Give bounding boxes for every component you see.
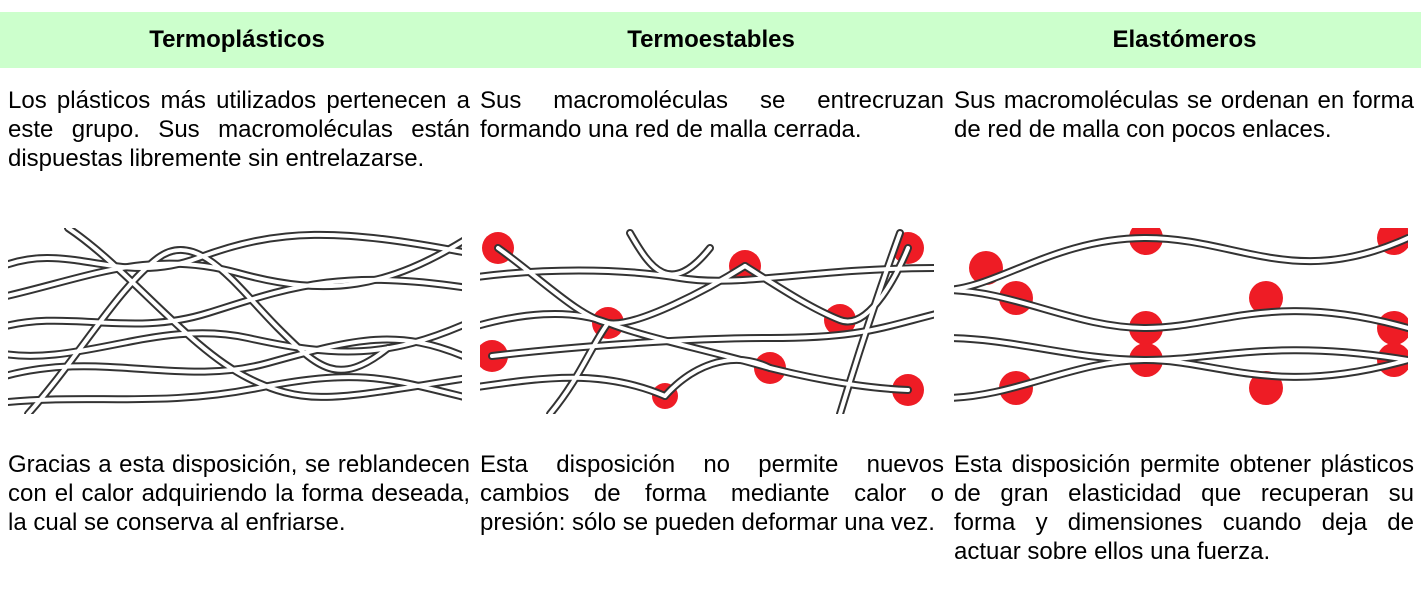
header-row: Termoplásticos Termoestables Elastómeros bbox=[0, 12, 1421, 68]
tangled-chains-diagram bbox=[8, 228, 462, 414]
footer-termoestables: Esta disposición no permite nuevos cambi… bbox=[480, 451, 944, 536]
footer-elastomeros: Esta disposición permite obtener plástic… bbox=[954, 451, 1414, 565]
title-termoestables: Termoestables bbox=[627, 26, 795, 53]
crosslinked-network-diagram bbox=[480, 228, 934, 414]
title-termoplasticos: Termoplásticos bbox=[149, 26, 325, 53]
description-elastomeros: Sus macromoléculas se ordenan en forma d… bbox=[954, 87, 1414, 143]
title-elastomeros: Elastómeros bbox=[1112, 26, 1257, 53]
description-termoestables: Sus macromoléculas se entrecruzan forman… bbox=[480, 87, 944, 143]
footer-termoplasticos: Gracias a esta disposición, se reblandec… bbox=[8, 451, 470, 536]
sparse-mesh-diagram bbox=[954, 228, 1408, 414]
description-termoplasticos: Los plásticos más utilizados pertenecen … bbox=[8, 87, 470, 172]
